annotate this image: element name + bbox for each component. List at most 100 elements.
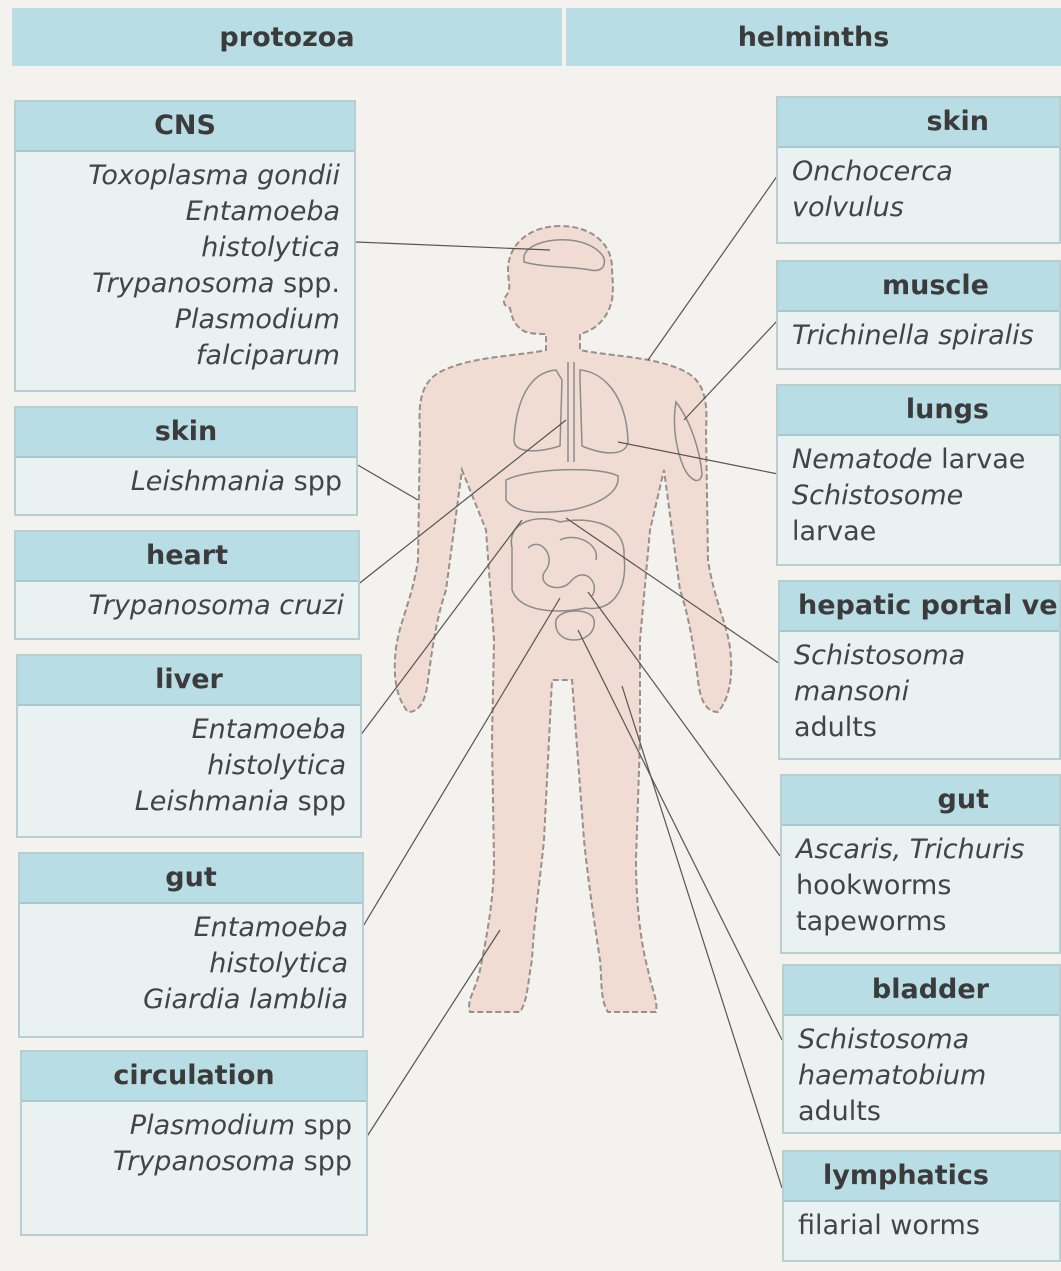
organism-line: Plasmodium spp (30, 1108, 352, 1144)
organism-line: adults (798, 1094, 1051, 1130)
body-silhouette (395, 226, 732, 1012)
box-title: lymphatics (784, 1152, 1059, 1202)
helminths-hepatic-portal-vein-box: hepatic portal vein Schistosomamansoniad… (778, 580, 1061, 760)
organism-text: haematobium (798, 1060, 986, 1091)
box-title: circulation (22, 1052, 366, 1102)
organism-text: spp (289, 786, 346, 817)
leader-muscle (684, 320, 778, 420)
organism-text: Schistosoma (794, 640, 965, 671)
body-outline (395, 226, 732, 1012)
organism-text: hookworms (796, 870, 951, 901)
organism-line: Schistosoma (794, 638, 1051, 674)
organism-line: Giardia lamblia (28, 982, 348, 1018)
organism-line: Trypanosoma cruzi (24, 588, 344, 624)
organism-text: Schistosoma (798, 1024, 969, 1055)
organism-line: haematobium (798, 1058, 1051, 1094)
organism-line: Trypanosoma spp (30, 1144, 352, 1180)
organism-line: Leishmania spp (26, 784, 346, 820)
box-body: Leishmania spp (16, 458, 356, 500)
organism-text: Onchocerca (792, 156, 953, 187)
organism-line: Ascaris, Trichuris (796, 832, 1051, 868)
organism-text: spp (285, 466, 342, 497)
organism-text: larvae (933, 444, 1026, 475)
organism-text: larvae (792, 516, 876, 547)
organism-text: Trypanosoma (113, 1146, 295, 1177)
organism-line: Nematode larvae (792, 442, 1051, 478)
organism-text: Trypanosoma (92, 268, 274, 299)
organism-line: Plasmodium (24, 302, 340, 338)
helminths-header: helminths (566, 8, 1061, 66)
organism-text: Leishmania (135, 786, 289, 817)
organism-line: tapeworms (796, 904, 1051, 940)
organism-line: mansoni (794, 674, 1051, 710)
organism-line: Leishmania spp (24, 464, 342, 500)
box-title: CNS (16, 102, 354, 152)
organism-text: tapeworms (796, 906, 946, 937)
organism-text: adults (794, 712, 877, 743)
box-body: Trypanosoma cruzi (16, 582, 358, 624)
organism-line: Entamoeba (24, 194, 340, 230)
box-body: Trichinella spiralis (778, 312, 1059, 354)
organism-text: spp (295, 1146, 352, 1177)
organism-text: Ascaris, Trichuris (796, 834, 1025, 865)
helminths-lymphatics-box: lymphatics filarial worms (782, 1150, 1061, 1262)
box-body: filarial worms (784, 1202, 1059, 1244)
box-title: muscle (778, 262, 1059, 312)
leader-lymphatics (622, 686, 782, 1188)
protozoa-header: protozoa (12, 8, 562, 66)
organism-text: Plasmodium (130, 1110, 295, 1141)
organism-line: Schistosome (792, 478, 1051, 514)
organism-text: Toxoplasma gondii (88, 160, 340, 191)
organism-line: hookworms (796, 868, 1051, 904)
organism-line: Onchocerca (792, 154, 1051, 190)
organism-text: volvulus (792, 192, 904, 223)
organism-text: Plasmodium (175, 304, 340, 335)
organism-line: Trypanosoma spp. (24, 266, 340, 302)
organism-line: histolytica (28, 946, 348, 982)
box-body: Onchocerca volvulus (778, 148, 1059, 226)
leader-circulation (366, 930, 500, 1138)
organism-line: Toxoplasma gondii (24, 158, 340, 194)
organism-line: adults (794, 710, 1051, 746)
organism-line: histolytica (26, 748, 346, 784)
organism-text: spp (295, 1110, 352, 1141)
box-body: Schistosoma mansoni adults (780, 632, 1059, 746)
box-title: gut (20, 854, 362, 904)
organism-line: Entamoeba (26, 712, 346, 748)
organism-text: Giardia lamblia (143, 984, 348, 1015)
organism-text: Trypanosoma cruzi (88, 590, 344, 621)
box-title: gut (782, 776, 1059, 826)
organism-text: mansoni (794, 676, 909, 707)
organism-text: Leishmania (131, 466, 285, 497)
organism-line: Trichinella spiralis (792, 318, 1051, 354)
helminths-muscle-box: muscle Trichinella spiralis (776, 260, 1061, 370)
organism-text: histolytica (201, 232, 340, 263)
organism-line: larvae (792, 514, 1051, 550)
organism-text: spp. (274, 268, 340, 299)
organism-text: histolytica (207, 750, 346, 781)
box-title: liver (18, 656, 360, 706)
box-title: skin (16, 408, 356, 458)
protozoa-skin-box: skin Leishmania spp (14, 406, 358, 516)
organism-text: Nematode (792, 444, 933, 475)
organism-text: filarial worms (798, 1210, 980, 1241)
organism-line: volvulus (792, 190, 1051, 226)
organism-text: Schistosome (792, 480, 963, 511)
organism-line: filarial worms (798, 1208, 1051, 1244)
organism-text: Trichinella spiralis (792, 320, 1034, 351)
leader-skin-left (356, 464, 418, 500)
leader-skin-right (648, 172, 780, 360)
organism-text: falciparum (196, 340, 340, 371)
box-title: bladder (784, 966, 1059, 1016)
